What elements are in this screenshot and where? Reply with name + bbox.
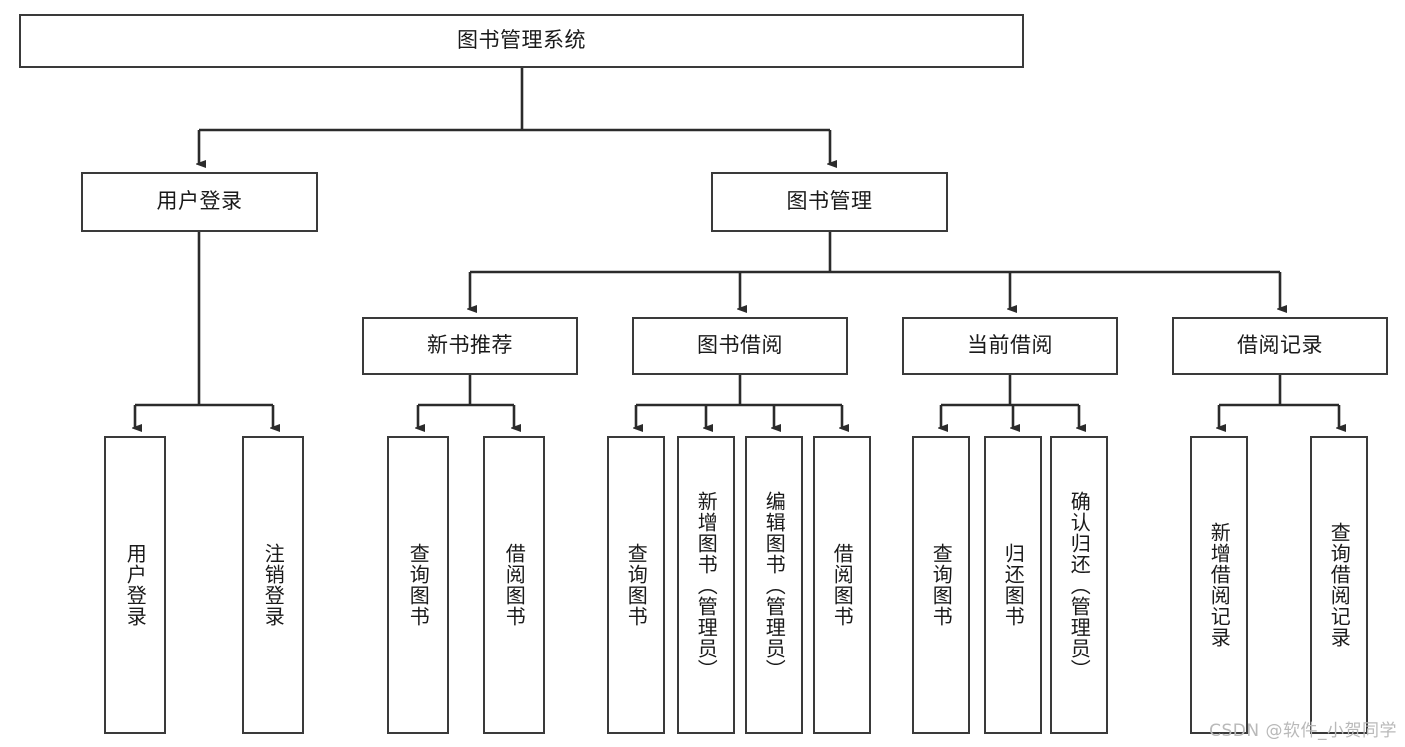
node-book-manage[interactable]: 图书管理: [711, 172, 948, 232]
node-leaf-return-book-label: 归还图书: [1001, 543, 1026, 627]
node-leaf-query-book-cb[interactable]: 查询图书: [912, 436, 970, 734]
node-new-book-recommend[interactable]: 新书推荐: [362, 317, 578, 375]
node-leaf-edit-book-admin-label: 编辑图书（管理员）: [762, 490, 787, 680]
node-leaf-query-book-bb[interactable]: 查询图书: [607, 436, 665, 734]
node-leaf-user-login-label: 用户登录: [123, 543, 148, 627]
node-book-borrow[interactable]: 图书借阅: [632, 317, 848, 375]
node-root[interactable]: 图书管理系统: [19, 14, 1024, 68]
node-book-manage-label: 图书管理: [786, 189, 873, 214]
node-book-borrow-label: 图书借阅: [697, 333, 783, 358]
node-leaf-borrow-book-bb-label: 借阅图书: [830, 543, 855, 627]
node-leaf-add-book-admin[interactable]: 新增图书（管理员）: [677, 436, 735, 734]
node-new-book-recommend-label: 新书推荐: [427, 333, 513, 358]
node-current-borrow-label: 当前借阅: [967, 333, 1053, 358]
node-user-login-label: 用户登录: [156, 189, 243, 214]
node-leaf-confirm-return-admin-label: 确认归还（管理员）: [1067, 490, 1092, 680]
node-leaf-add-borrow-record-label: 新增借阅记录: [1207, 522, 1232, 648]
node-leaf-query-borrow-record-label: 查询借阅记录: [1327, 522, 1352, 648]
node-root-label: 图书管理系统: [457, 28, 586, 53]
node-leaf-borrow-book-nbr-label: 借阅图书: [502, 543, 527, 627]
node-leaf-add-book-admin-label: 新增图书（管理员）: [694, 490, 719, 680]
node-leaf-borrow-book-nbr[interactable]: 借阅图书: [483, 436, 545, 734]
node-leaf-return-book[interactable]: 归还图书: [984, 436, 1042, 734]
node-leaf-edit-book-admin[interactable]: 编辑图书（管理员）: [745, 436, 803, 734]
node-leaf-query-book-nbr[interactable]: 查询图书: [387, 436, 449, 734]
node-leaf-query-book-bb-label: 查询图书: [624, 543, 649, 627]
node-leaf-user-logout-label: 注销登录: [261, 543, 286, 627]
node-leaf-query-borrow-record[interactable]: 查询借阅记录: [1310, 436, 1368, 734]
node-leaf-add-borrow-record[interactable]: 新增借阅记录: [1190, 436, 1248, 734]
node-leaf-user-logout[interactable]: 注销登录: [242, 436, 304, 734]
csdn-watermark: CSDN @软件_小贺同学: [1209, 721, 1397, 741]
node-leaf-query-book-cb-label: 查询图书: [929, 543, 954, 627]
node-leaf-confirm-return-admin[interactable]: 确认归还（管理员）: [1050, 436, 1108, 734]
node-user-login[interactable]: 用户登录: [81, 172, 318, 232]
node-borrow-record[interactable]: 借阅记录: [1172, 317, 1388, 375]
node-leaf-borrow-book-bb[interactable]: 借阅图书: [813, 436, 871, 734]
node-borrow-record-label: 借阅记录: [1237, 333, 1323, 358]
node-leaf-query-book-nbr-label: 查询图书: [406, 543, 431, 627]
node-current-borrow[interactable]: 当前借阅: [902, 317, 1118, 375]
node-leaf-user-login[interactable]: 用户登录: [104, 436, 166, 734]
